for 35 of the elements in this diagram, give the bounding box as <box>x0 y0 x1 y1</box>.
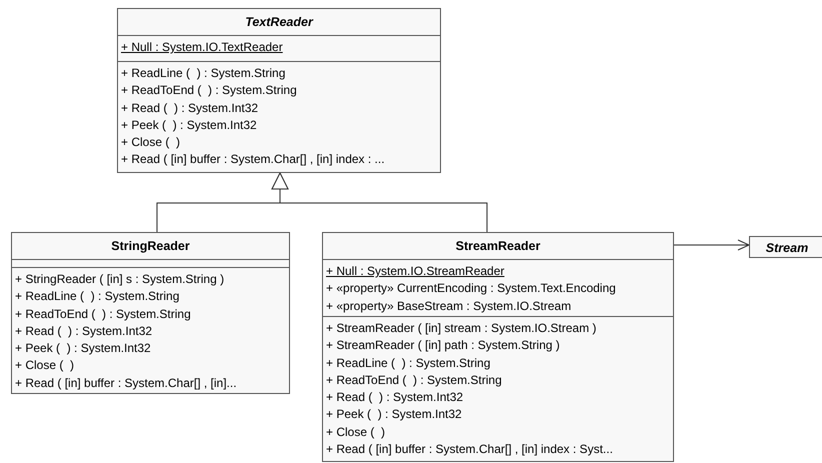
operation-text: + Read ( [in] buffer : System.Char[] , [in] index : Syst... <box>326 441 613 458</box>
class-name: TextReader <box>244 14 314 31</box>
operation-text: + Peek ( ) : System.Int32 <box>326 406 462 424</box>
attribute-text: + «property» CurrentEncoding : System.Text.Encoding <box>326 280 616 298</box>
class-name: StreamReader <box>454 238 542 255</box>
class-box <box>322 232 674 462</box>
operation-text: + ReadToEnd ( ) : System.String <box>121 82 297 100</box>
operation-text: + ReadToEnd ( ) : System.String <box>15 306 191 323</box>
operation-text: + Close ( ) <box>15 357 74 374</box>
abstract-class-box <box>749 236 822 258</box>
operation-text: + ReadLine ( ) : System.String <box>121 65 286 82</box>
class-name: StringReader <box>110 238 191 255</box>
class-name: Stream <box>764 240 810 257</box>
operation-text: + Read ( [in] buffer : System.Char[] , [in]... <box>15 374 237 392</box>
operation-text: + StreamReader ( [in] path : System.String ) <box>326 337 560 354</box>
operation-text: + Peek ( ) : System.Int32 <box>121 116 257 134</box>
operation-text: + ReadToEnd ( ) : System.String <box>326 372 502 389</box>
generalization-arrow <box>272 172 488 232</box>
operation-text: + ReadLine ( ) : System.String <box>15 288 180 306</box>
operation-text: + Read ( ) : System.Int32 <box>121 100 258 117</box>
operation-text: + Read ( ) : System.Int32 <box>15 322 152 340</box>
abstract-class-box <box>117 8 441 173</box>
association-arrow <box>674 240 750 250</box>
operation-text: + StringReader ( [in] s : System.String ) <box>15 271 224 288</box>
operation-text: + StreamReader ( [in] stream : System.IO.Stream ) <box>326 320 596 337</box>
operation-text: + Read ( [in] buffer : System.Char[] , [in] index : ... <box>121 151 385 168</box>
attribute-text: + Null : System.IO.StreamReader <box>326 263 504 280</box>
attribute-text: + «property» BaseStream : System.IO.Stream <box>326 298 572 315</box>
operation-text: + Close ( ) <box>326 424 386 441</box>
attribute-text: + Null : System.IO.TextReader <box>121 39 283 56</box>
operation-text: + ReadLine ( ) : System.String <box>326 354 490 372</box>
operation-text: + Close ( ) <box>121 134 180 152</box>
operation-text: + Peek ( ) : System.Int32 <box>15 340 151 358</box>
operation-text: + Read ( ) : System.Int32 <box>326 389 464 406</box>
class-box <box>11 232 290 394</box>
